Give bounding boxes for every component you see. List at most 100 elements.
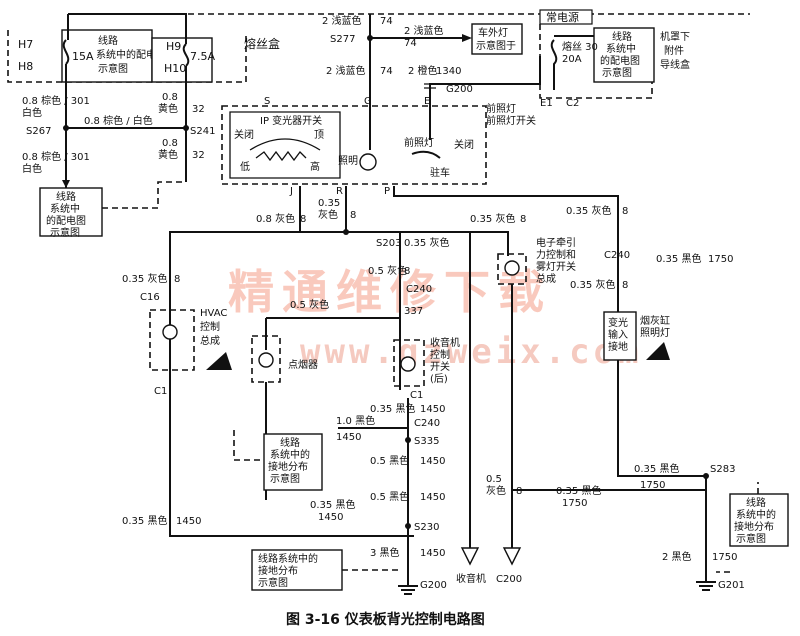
connector-s277: S277 (330, 34, 355, 45)
wire-label-n1450g: 1450 (420, 548, 445, 559)
dashed-link-ground-mid (233, 430, 264, 461)
wire-label-n8i: 8 (516, 486, 522, 497)
traction-l4: 总成 (536, 272, 556, 285)
wire-label-blk1450b: 1.0 黑色 (336, 414, 375, 427)
wire-label-n1450a: 1450 (420, 404, 445, 415)
wire-label-n1340: 1340 (436, 66, 461, 77)
connector-c240-mid: C240 (414, 418, 440, 429)
ground-mid-l4: 示意图 (270, 472, 300, 485)
splice-s241 (183, 125, 189, 131)
wire-label-blk1450e: 0.35 黑色 (310, 498, 355, 511)
switch-illum: 照明 (338, 155, 358, 167)
wire-label-n1750a: 1750 (640, 480, 665, 491)
switch-low: 低 (240, 160, 250, 173)
distribution-box-left-top (61, 29, 153, 83)
watermark-url: www.gzweix.com (300, 332, 643, 372)
wire-label-n1450d: 1450 (420, 492, 445, 503)
switch-park: 驻车 (430, 166, 450, 179)
wire-label-n32b: 32 (192, 150, 205, 161)
connector-p100: G200 (446, 84, 473, 95)
terminal-radio-label: 收音机 (456, 572, 486, 585)
hvac-l2: 控制 (200, 320, 220, 333)
wire-label-n32a: 32 (192, 104, 205, 115)
switch-ip-dimmer: IP 变光器开关 (260, 114, 322, 127)
fuse-mid-pin-h9: H9 (166, 40, 181, 53)
wire-label-n8d: 8 (404, 266, 410, 277)
connector-s335: S335 (414, 436, 439, 447)
switch-close: 关闭 (454, 138, 474, 151)
pin-p: P (384, 186, 390, 197)
ground-right-l1: 线路 (746, 496, 766, 509)
wire-label-301c: 0.8 棕色 / 301 (22, 150, 90, 163)
connector-e1: E1 (540, 98, 553, 109)
wire-gray-p (393, 186, 619, 312)
wire-label-yellow32a: 0.8 (162, 92, 178, 103)
ground-bottom-l1: 线路系统中的 (258, 552, 318, 565)
hood-box-l1: 机罩下 (660, 30, 690, 43)
wire-label-gray05c2: 灰色 (486, 484, 506, 497)
switch-high: 高 (310, 160, 320, 173)
wire-label-gray05c: 0.5 (486, 474, 502, 485)
wire-label-white-a: 白色 (22, 106, 42, 119)
wire-label-blk1450a: 0.35 黑色 (370, 402, 415, 415)
ground-right-l3: 接地分布 (734, 520, 774, 533)
box-left-bottom-l1: 线路 (56, 190, 76, 203)
ground-symbol-g200 (398, 585, 418, 595)
distribution-box-right-top (593, 27, 655, 83)
ground-mid-l3: 接地分布 (268, 460, 308, 473)
radio-l1: 收音机 (430, 336, 460, 349)
switch-headlamp-label: 前照灯 (486, 102, 516, 115)
connector-c1-radio: C1 (410, 390, 423, 401)
wire-label-lb74b: 2 浅蓝色 (404, 24, 444, 37)
shift-l3: 接地 (608, 340, 628, 353)
wire-label-n74b: 74 (404, 38, 417, 49)
rheostat-symbol (255, 150, 307, 162)
radio-l3: 开关 (430, 360, 450, 373)
connector-c2: C2 (566, 98, 579, 109)
shift-box (603, 311, 637, 361)
fuse-left-pin-h8: H8 (18, 60, 33, 73)
connector-s203: S203 (376, 238, 401, 249)
wire-label-n74c: 74 (380, 66, 393, 77)
box-right-top-l2: 系统中 (606, 42, 636, 55)
radio-lamp-icon (400, 356, 416, 372)
connector-c16: C16 (140, 292, 160, 303)
ashtray-l2: 照明灯 (640, 327, 670, 339)
box-left-top-l1: 线路 (98, 34, 118, 47)
headlamp-contact (411, 150, 441, 159)
fuse-right-rating: 20A (562, 54, 582, 65)
traction-l3: 雾灯开关 (536, 260, 576, 273)
switch-off: 关闭 (234, 128, 254, 141)
wire-label-301a: 0.8 棕色 / 301 (22, 94, 90, 107)
terminal-c200 (502, 547, 522, 566)
wire-label-grayS203: 0.35 灰色 (404, 236, 449, 249)
ground-right-l4: 示意图 (736, 532, 766, 545)
ext-light-box (471, 23, 523, 55)
box-left-top-l3: 示意图 (98, 62, 128, 75)
hvac-l1: HVAC (200, 308, 227, 319)
power-label-box (539, 9, 593, 25)
esd-warning-icon-hvac (206, 352, 232, 370)
wire-label-gray8a: 0.8 灰色 (256, 212, 295, 225)
wire-label-blk1750c: 0.35 黑色 (656, 252, 701, 265)
hvac-l3: 总成 (200, 334, 220, 347)
figure-caption: 图 3-16 仪表板背光控制电路图 (286, 611, 485, 628)
splice-s335 (405, 437, 411, 443)
traction-frame (497, 253, 527, 285)
headlamp-switch-box (221, 105, 487, 185)
wire-label-n337: 337 (404, 306, 423, 317)
splice-s267 (63, 125, 69, 131)
fuse-mid-symbol (182, 43, 190, 67)
wire-label-n8b: 8 (350, 210, 356, 221)
wire-label-gray8g: 0.35 灰色 (570, 278, 615, 291)
lighter-lamp-icon (258, 352, 274, 368)
fuse-left-rating: 15A (72, 50, 94, 63)
hood-box-l3: 导线盒 (660, 58, 690, 71)
pin-r: R (336, 186, 343, 197)
wire-label-n8g: 8 (622, 280, 628, 291)
box-right-top-l3: 的配电图 (600, 54, 640, 67)
connector-s283: S283 (710, 464, 735, 475)
wire-label-n1750b: 1750 (562, 498, 587, 509)
ground-bottom-l2: 接地分布 (258, 564, 298, 577)
